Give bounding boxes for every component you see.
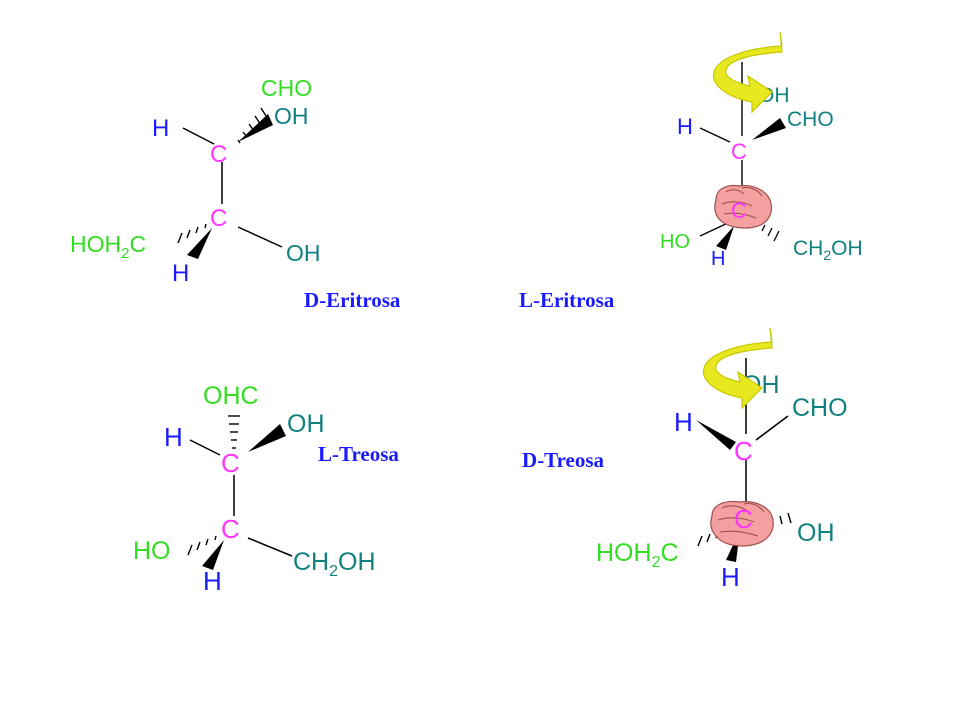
atom-h-bottom: H	[172, 260, 189, 287]
atom-h-top: H	[164, 422, 183, 452]
rotation-arrow-icon	[712, 31, 783, 114]
group-oh-top: OH	[274, 103, 309, 129]
atom-h-bottom: H	[711, 248, 725, 270]
atom-h-bottom: H	[203, 566, 222, 596]
atom-carbon-2: C	[734, 504, 753, 534]
hashed-bond-c1-ohc	[228, 415, 240, 449]
molecule-d-eritrosa: C C H H CHO OH OH HOH2C D-Eritrosa	[70, 75, 401, 312]
bonds	[189, 439, 293, 557]
wedge-bond-c2-h	[187, 228, 212, 259]
bond-c1-cho	[755, 415, 789, 441]
molecule-l-treosa: C C H H OHC OH HO CH2OH L-Treosa	[133, 382, 399, 596]
bond-c2-ch2oh	[247, 537, 293, 557]
wedge-bond-c1-oh	[238, 114, 273, 142]
atom-h-top: H	[152, 115, 169, 142]
atom-carbon-2: C	[731, 198, 747, 223]
atom-h-top: H	[674, 407, 693, 437]
atom-carbon-2: C	[221, 514, 240, 544]
group-oh-top: OH	[287, 410, 325, 438]
wedge-bond-h-c1	[696, 420, 736, 450]
bond-h-c1	[699, 127, 731, 143]
hand-icon	[714, 184, 773, 229]
bond-c2-oh	[237, 226, 283, 248]
hashed-bond-c2-hoh2c	[177, 223, 207, 244]
caption-l-treosa: L-Treosa	[318, 442, 399, 466]
group-ohc: OHC	[203, 382, 259, 410]
hashed-bond-c2-ho	[187, 535, 217, 556]
atom-carbon-1: C	[221, 448, 240, 478]
wedge-bond-c2-h	[202, 540, 224, 570]
group-ho: HO	[133, 537, 171, 565]
group-oh-bottom: OH	[286, 240, 321, 266]
rotation-arrow-icon	[702, 327, 773, 410]
group-hoh2c: HOH2C	[596, 539, 679, 571]
atom-h-bottom: H	[721, 562, 740, 592]
bond-h-c1	[189, 439, 221, 456]
bonds	[182, 127, 283, 248]
bond-h-c1	[182, 127, 215, 145]
atom-carbon-2: C	[210, 205, 227, 232]
group-cho: CHO	[261, 75, 312, 101]
atom-carbon-1: C	[734, 436, 753, 466]
caption-d-treosa: D-Treosa	[522, 448, 605, 472]
group-ch2oh: CH2OH	[293, 548, 376, 580]
group-oh-bottom: OH	[797, 519, 835, 547]
hand-icon	[710, 500, 774, 547]
group-cho: CHO	[792, 394, 848, 422]
caption-d-eritrosa: D-Eritrosa	[304, 288, 401, 312]
group-cho: CHO	[787, 108, 834, 131]
group-ch2oh: CH2OH	[793, 237, 863, 263]
group-ho: HO	[660, 231, 690, 253]
wedge-bond-c2-h	[716, 226, 734, 250]
molecule-d-treosa: C C H H OH CHO OH HOH2C D-Treosa	[522, 327, 848, 592]
atom-h-top: H	[677, 114, 693, 139]
molecule-l-eritrosa: C C H H OH CHO HO CH2OH L-Eritrosa	[519, 31, 863, 312]
group-hoh2c: HOH2C	[70, 231, 146, 262]
atom-carbon-1: C	[731, 139, 747, 164]
wedge-bond-c1-cho	[752, 118, 786, 140]
atom-carbon-1: C	[210, 141, 227, 168]
caption-l-eritrosa: L-Eritrosa	[519, 288, 615, 312]
wedge-bond-c1-oh	[248, 424, 286, 452]
